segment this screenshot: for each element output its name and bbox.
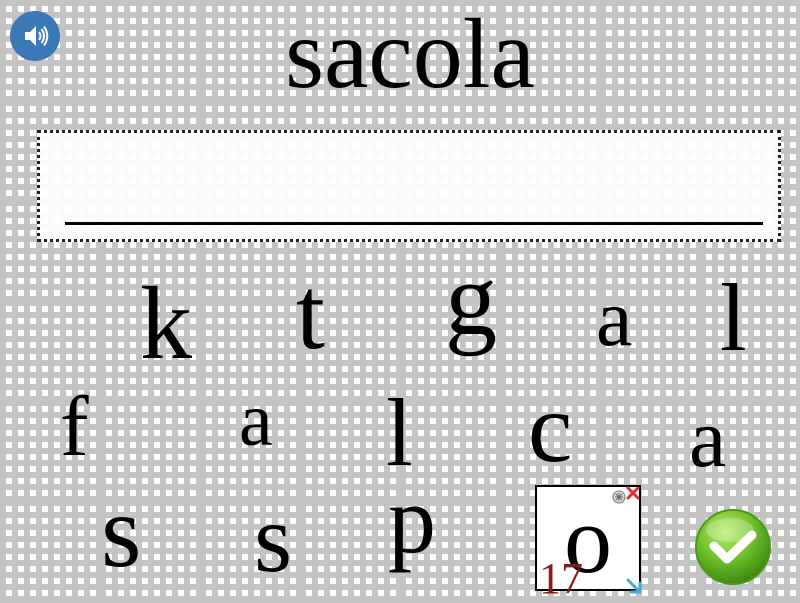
tile-letter: c — [528, 372, 573, 483]
tile-letter: f — [60, 378, 89, 474]
tile-letter: a — [689, 392, 727, 485]
answer-drop-zone[interactable] — [37, 130, 781, 242]
tile-letter: g — [445, 242, 497, 357]
tile-letter: k — [140, 266, 192, 381]
rotate-icon[interactable] — [611, 489, 627, 505]
tile-number: 17 — [539, 554, 583, 603]
tile-letter: p — [388, 466, 436, 573]
letter-tile-s[interactable]: s — [101, 480, 141, 584]
letter-tile-g[interactable]: g — [445, 248, 497, 352]
letter-tile-k[interactable]: k — [140, 272, 192, 376]
tile-letter: a — [239, 378, 273, 462]
letter-tile-s[interactable]: s — [254, 490, 292, 588]
tile-letter: l — [720, 264, 747, 371]
tile-letter: l — [386, 379, 413, 486]
letter-tile-p[interactable]: p — [388, 472, 436, 568]
letter-tile-a[interactable]: a — [689, 397, 726, 481]
letter-tile-a[interactable]: a — [596, 277, 632, 359]
letter-tile-l[interactable]: l — [386, 385, 413, 481]
answer-line — [65, 222, 763, 225]
selected-tile-letter: o — [564, 486, 612, 593]
speaker-icon — [25, 25, 49, 47]
letter-tile-t[interactable]: t — [296, 262, 325, 366]
resize-arrow-icon[interactable] — [625, 577, 643, 595]
selected-letter-tile[interactable]: o 17 — [535, 485, 642, 601]
letter-tile-c[interactable]: c — [528, 378, 572, 478]
tile-letter: s — [101, 474, 142, 589]
tile-letter: s — [254, 485, 293, 593]
sound-button[interactable] — [10, 11, 60, 61]
check-answer-button[interactable] — [694, 508, 772, 586]
tile-letter: a — [596, 272, 633, 363]
letter-tile-l[interactable]: l — [720, 270, 747, 366]
letter-tile-f[interactable]: f — [60, 383, 89, 469]
close-icon[interactable] — [625, 485, 641, 501]
tile-letter: t — [296, 256, 325, 371]
target-word: sacola — [285, 0, 535, 109]
letter-tile-a[interactable]: a — [239, 382, 273, 458]
checkmark-icon — [695, 509, 771, 585]
